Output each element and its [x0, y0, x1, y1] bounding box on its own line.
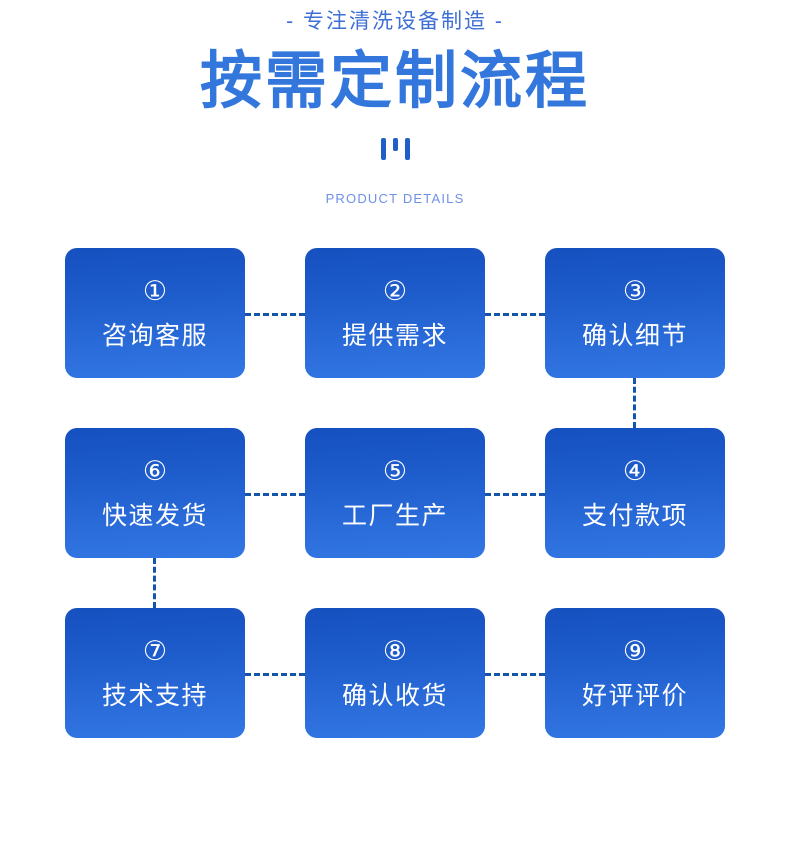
flow-card-number: ③: [622, 275, 648, 306]
flow-card-label: 技术支持: [101, 681, 208, 710]
ornament-bar-right: [404, 138, 410, 160]
page-title: 按需定制流程: [199, 47, 590, 116]
connector-vertical-3-4: [633, 378, 636, 428]
page-header: - 专注清洗设备制造 - 按需定制流程 PRODUCT DETAILS: [0, 0, 790, 208]
connector-horizontal-1-2: [245, 313, 305, 316]
flow-row-2: ⑥ 快速发货 ⑤ 工厂生产 ④ 支付款项: [65, 428, 725, 608]
flow-card-number: ⑨: [622, 635, 648, 666]
three-bars-ornament-icon: [0, 138, 790, 168]
flow-card-number: ⑤: [382, 455, 408, 486]
ornament-bar-left: [380, 138, 386, 160]
page-subtitle: PRODUCT DETAILS: [325, 191, 465, 206]
flow-card-9[interactable]: ⑨ 好评评价: [545, 608, 725, 738]
flow-card-label: 工厂生产: [341, 501, 448, 530]
flow-card-label: 确认收货: [341, 681, 448, 710]
flow-card-number: ⑥: [142, 455, 168, 486]
flow-card-number: ①: [142, 275, 168, 306]
flow-card-1[interactable]: ① 咨询客服: [65, 248, 245, 378]
flow-card-3[interactable]: ③ 确认细节: [545, 248, 725, 378]
connector-horizontal-4-5: [485, 493, 545, 496]
flow-card-5[interactable]: ⑤ 工厂生产: [305, 428, 485, 558]
flow-card-7[interactable]: ⑦ 技术支持: [65, 608, 245, 738]
flow-card-number: ⑧: [382, 635, 408, 666]
flow-card-6[interactable]: ⑥ 快速发货: [65, 428, 245, 558]
process-flow-diagram: ① 咨询客服 ② 提供需求 ③ 确认细节 ⑥ 快速发货 ⑤ 工厂生产 ④ 支付款…: [65, 248, 725, 738]
flow-card-8[interactable]: ⑧ 确认收货: [305, 608, 485, 738]
connector-horizontal-7-8: [245, 673, 305, 676]
flow-card-number: ④: [622, 455, 648, 486]
ornament-bar-middle: [392, 138, 398, 151]
flow-card-label: 确认细节: [581, 321, 688, 350]
flow-card-number: ⑦: [142, 635, 168, 666]
flow-card-label: 支付款项: [581, 501, 688, 530]
flow-card-label: 咨询客服: [101, 321, 208, 350]
flow-row-3: ⑦ 技术支持 ⑧ 确认收货 ⑨ 好评评价: [65, 608, 725, 738]
flow-card-4[interactable]: ④ 支付款项: [545, 428, 725, 558]
flow-card-label: 提供需求: [341, 321, 448, 350]
connector-horizontal-2-3: [485, 313, 545, 316]
eyebrow-text: - 专注清洗设备制造 -: [286, 10, 504, 33]
connector-horizontal-5-6: [245, 493, 305, 496]
flow-card-label: 好评评价: [581, 681, 688, 710]
flow-card-2[interactable]: ② 提供需求: [305, 248, 485, 378]
connector-horizontal-8-9: [485, 673, 545, 676]
flow-card-label: 快速发货: [101, 501, 208, 530]
connector-vertical-6-7: [153, 558, 156, 608]
flow-card-number: ②: [382, 275, 408, 306]
flow-row-1: ① 咨询客服 ② 提供需求 ③ 确认细节: [65, 248, 725, 428]
